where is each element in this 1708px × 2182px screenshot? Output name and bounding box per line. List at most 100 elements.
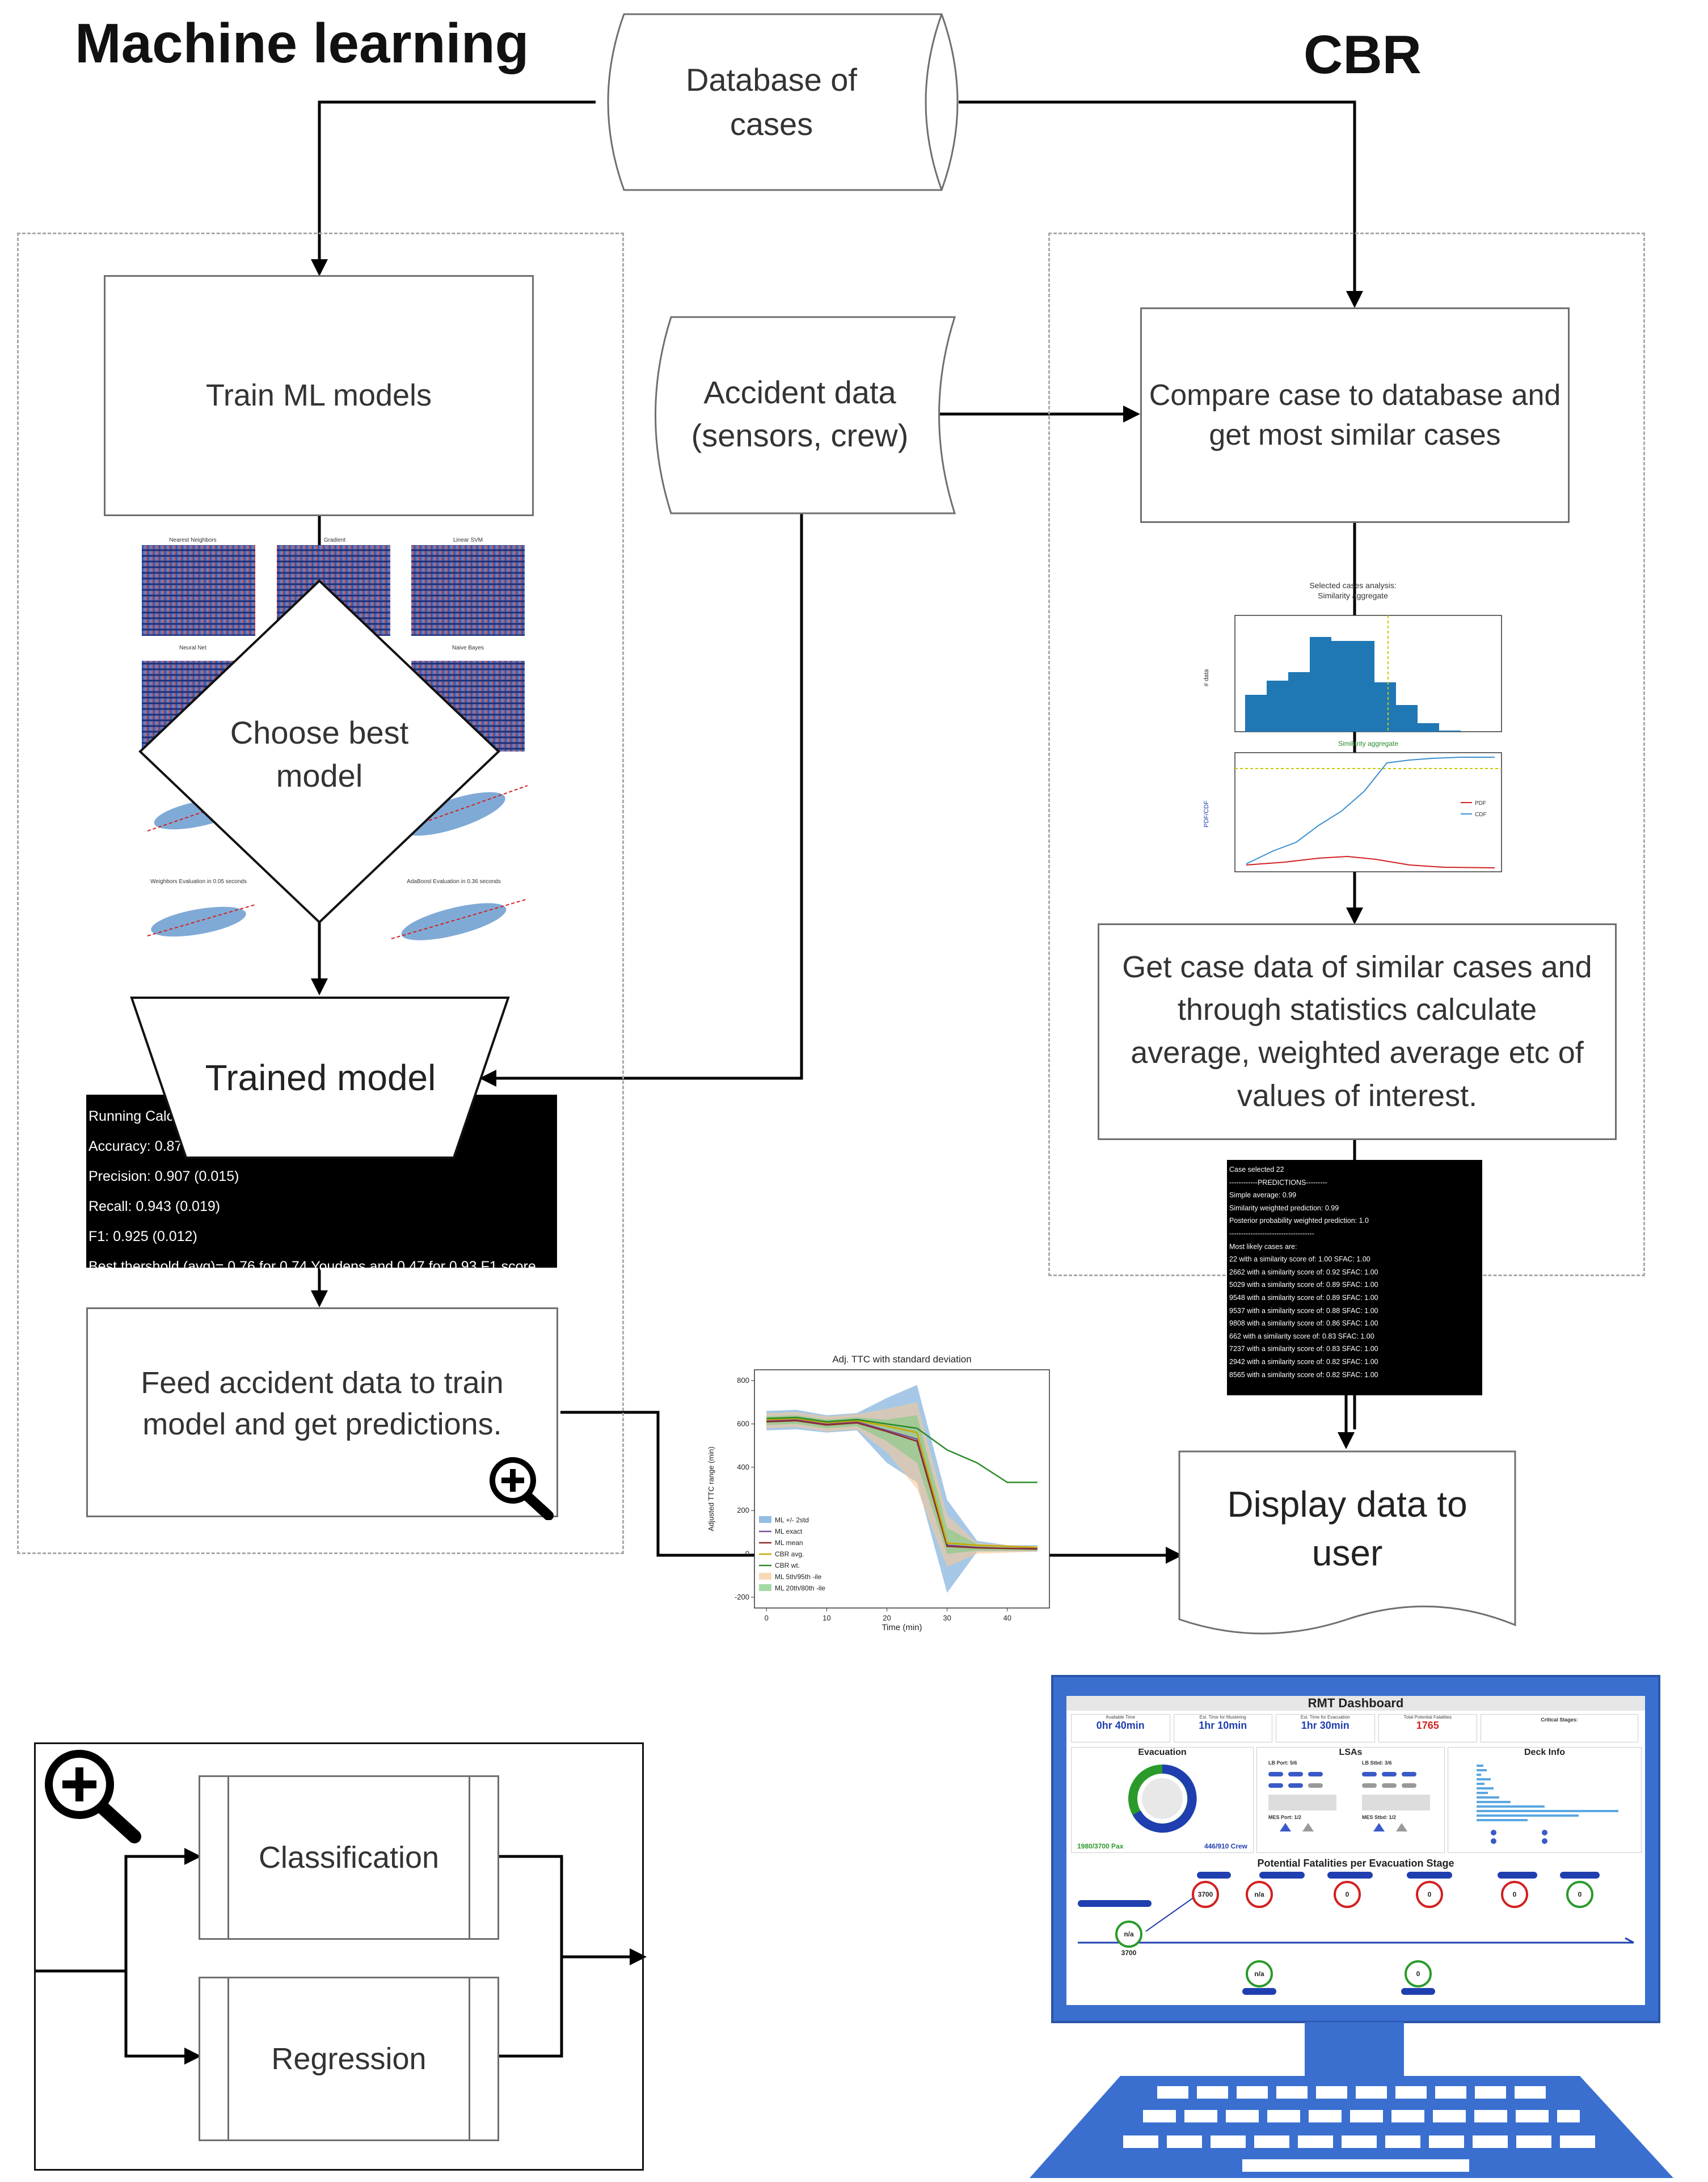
- display-label: Display data to user: [1227, 1483, 1467, 1573]
- reg-title-0: Weighbors Evaluation in 0.05 seconds: [150, 879, 247, 885]
- ttc-legend-label-6: ML 20th/80th -ile: [775, 1584, 825, 1592]
- statistics-box: Get case data of similar cases and throu…: [1098, 923, 1617, 1140]
- ml-console-line-2: Precision: 0.907 (0.015): [88, 1168, 239, 1184]
- ttc-ytick-3: 400: [737, 1463, 749, 1471]
- database-cylinder: [607, 13, 959, 191]
- train-ml-models-label: Train ML models: [205, 378, 432, 413]
- display-document-shape: [1178, 1450, 1516, 1635]
- choose-best-model-diamond: [138, 579, 500, 924]
- ttc-ytick-5: 800: [737, 1376, 749, 1385]
- similarity-histogram: [1245, 637, 1461, 732]
- evacuation-donut: [1128, 1764, 1197, 1833]
- ttc-legend-label-3: CBR avg.: [775, 1550, 804, 1558]
- stage-val-5: 0: [1513, 1890, 1517, 1898]
- stats-line-2: through statistics calculate: [1177, 993, 1537, 1027]
- compare-line-2: get most similar cases: [1209, 419, 1501, 451]
- cbr-console-line-15: 2942 with a similarity score of: 0.82 SF…: [1229, 1357, 1378, 1366]
- stats-line-1: Get case data of similar cases and: [1122, 949, 1592, 984]
- ttc-ytick-4: 600: [737, 1419, 749, 1428]
- cbr-console-line-0: Case selected 22: [1229, 1166, 1284, 1174]
- stat-mustering: Est. Time for Mustering 1hr 10min: [1173, 1714, 1272, 1742]
- rmt-dashboard: RMT Dashboard Available Time 0hr 40min E…: [1066, 1696, 1645, 2005]
- cbr-console-line-1: ------------PREDICTIONS---------: [1229, 1178, 1327, 1187]
- zoom-in-icon-large[interactable]: [35, 1747, 149, 1846]
- cbr-console-line-16: 8565 with a similarity score of: 0.82 SF…: [1229, 1370, 1378, 1379]
- crew-count: 446/910 Crew: [1204, 1842, 1247, 1850]
- fatalities-title: Potential Fatalities per Evacuation Stag…: [1257, 1858, 1454, 1869]
- ttc-legend-swatch-0: [759, 1516, 771, 1523]
- cbr-console-line-4: Posterior probability weighted predictio…: [1229, 1217, 1369, 1225]
- ttc-series-2: [766, 1417, 1038, 1548]
- plot-title-3: Neural Net: [179, 645, 206, 651]
- sim-ylabel-bottom: PDF/CDF: [1203, 800, 1210, 828]
- cbr-console-line-6: Most likely cases are:: [1229, 1242, 1297, 1251]
- cbr-console-line-12: 9808 with a similarity score of: 0.86 SF…: [1229, 1319, 1378, 1328]
- regression-label: Regression: [271, 2041, 427, 2076]
- sim-xlabel: Similarity aggregate: [1338, 740, 1398, 748]
- choose-best-model-label: Choose best model: [230, 715, 409, 794]
- ml-console-line-4: F1: 0.925 (0.012): [88, 1229, 197, 1244]
- ttc-xtick-3: 30: [943, 1614, 951, 1622]
- plot-title-4: Naive Bayes: [452, 645, 484, 651]
- ml-console-line-3: Recall: 0.943 (0.019): [88, 1198, 221, 1214]
- ttc-xtick-1: 10: [823, 1614, 830, 1622]
- feed-line-2: model and get predictions.: [142, 1407, 502, 1441]
- similarity-aggregate-chart: Selected cases analysis: Similarity aggr…: [1203, 581, 1502, 872]
- stat-available: Available Time 0hr 40min: [1071, 1714, 1170, 1742]
- stage-val-4: 0: [1428, 1890, 1432, 1898]
- sim-legend-pdf: PDF: [1475, 800, 1486, 807]
- stats-line-4: values of interest.: [1237, 1078, 1478, 1113]
- reg-title-1: AdaBoost Evaluation in 0.36 seconds: [407, 879, 501, 885]
- classification-label: Classification: [258, 1840, 440, 1875]
- evacuation-stage-timeline: n/a 3700 n/a 0 0 0 0 n/a 0 3700: [1078, 1872, 1634, 1995]
- plot-title-1: Gradient: [324, 537, 346, 543]
- ttc-legend-label-5: ML 5th/95th -ile: [775, 1573, 822, 1581]
- stage-val-2: n/a: [1254, 1890, 1264, 1898]
- lower-val-0: n/a: [1254, 1970, 1264, 1978]
- cbr-console-line-10: 9548 with a similarity score of: 0.89 SF…: [1229, 1293, 1378, 1302]
- adj-ttc-chart: Adj. TTC with standard deviation 0 10 20 30…: [707, 1354, 1050, 1632]
- lsa-mes-port: MES Port: 1/2: [1268, 1814, 1302, 1820]
- ttc-ytick-2: 200: [737, 1506, 749, 1514]
- database-label: Database of cases: [686, 61, 857, 142]
- cbr-predictions-console: Case selected 22 ------------PREDICTIONS…: [1227, 1160, 1482, 1395]
- ttc-xtick-2: 20: [883, 1614, 891, 1622]
- stage-val-0: n/a: [1124, 1930, 1134, 1938]
- sim-ylabel-top: # data: [1203, 669, 1210, 686]
- method-legend-frame: [34, 1742, 644, 2171]
- ttc-legend-swatch-5: [759, 1573, 771, 1580]
- sim-title-1: Selected cases analysis:: [1309, 581, 1396, 590]
- ttc-ytick-0: -200: [735, 1593, 749, 1601]
- lsa-lb-port: LB Port: 5/6: [1268, 1760, 1297, 1766]
- pax-count: 1980/3700 Pax: [1077, 1842, 1124, 1850]
- cbr-console-line-14: 7237 with a similarity score of: 0.83 SF…: [1229, 1345, 1378, 1353]
- heading-machine-learning: Machine learning: [75, 12, 529, 74]
- lsa-lb-stbd: LB Stbd: 3/6: [1362, 1760, 1392, 1766]
- ttc-title: Adj. TTC with standard deviation: [832, 1354, 971, 1365]
- stat-evacuation: Est. Time for Evacuation 1hr 30min: [1276, 1714, 1375, 1742]
- ttc-series-3: [766, 1416, 1038, 1483]
- cbr-console-line-13: 662 with a similarity score of: 0.83 SFA…: [1229, 1332, 1374, 1340]
- cbr-console-line-2: Simple average: 0.99: [1229, 1191, 1297, 1200]
- plot-title-0: Nearest Neighbors: [169, 537, 216, 543]
- trained-model-label: Trained model: [205, 1057, 436, 1098]
- cbr-console-line-11: 9537 with a similarity score of: 0.88 SF…: [1229, 1306, 1378, 1315]
- heading-cbr: CBR: [1304, 24, 1422, 85]
- accident-data-label: Accident data (sensors, crew): [691, 374, 909, 453]
- cbr-console-line-3: Similarity weighted prediction: 0.99: [1229, 1204, 1339, 1212]
- plot-title-2: Linear SVM: [453, 537, 483, 543]
- critical-stages: Critical Stages:: [1481, 1714, 1638, 1742]
- ml-console-line-1: Accuracy: 0.87: [88, 1138, 183, 1154]
- ml-console-line-5: Best thershold (avg)= 0.76 for 0.74 Youd…: [88, 1259, 536, 1274]
- stat-fatalities: Total Potential Fatalities 1765: [1378, 1714, 1477, 1742]
- deck-info-bars: [1477, 1765, 1618, 1844]
- regression-process-box: Regression: [199, 1977, 499, 2141]
- ttc-band-2: [766, 1415, 1038, 1554]
- lsa-boats-graphic: [1268, 1772, 1430, 1831]
- accident-data-shape: [655, 316, 956, 514]
- zoom-in-icon[interactable]: [483, 1452, 563, 1520]
- classification-process-box: Classification: [199, 1775, 499, 1940]
- ml-console-line-0: Running Calc: [88, 1108, 174, 1124]
- ttc-ytick-1: 0: [745, 1550, 749, 1558]
